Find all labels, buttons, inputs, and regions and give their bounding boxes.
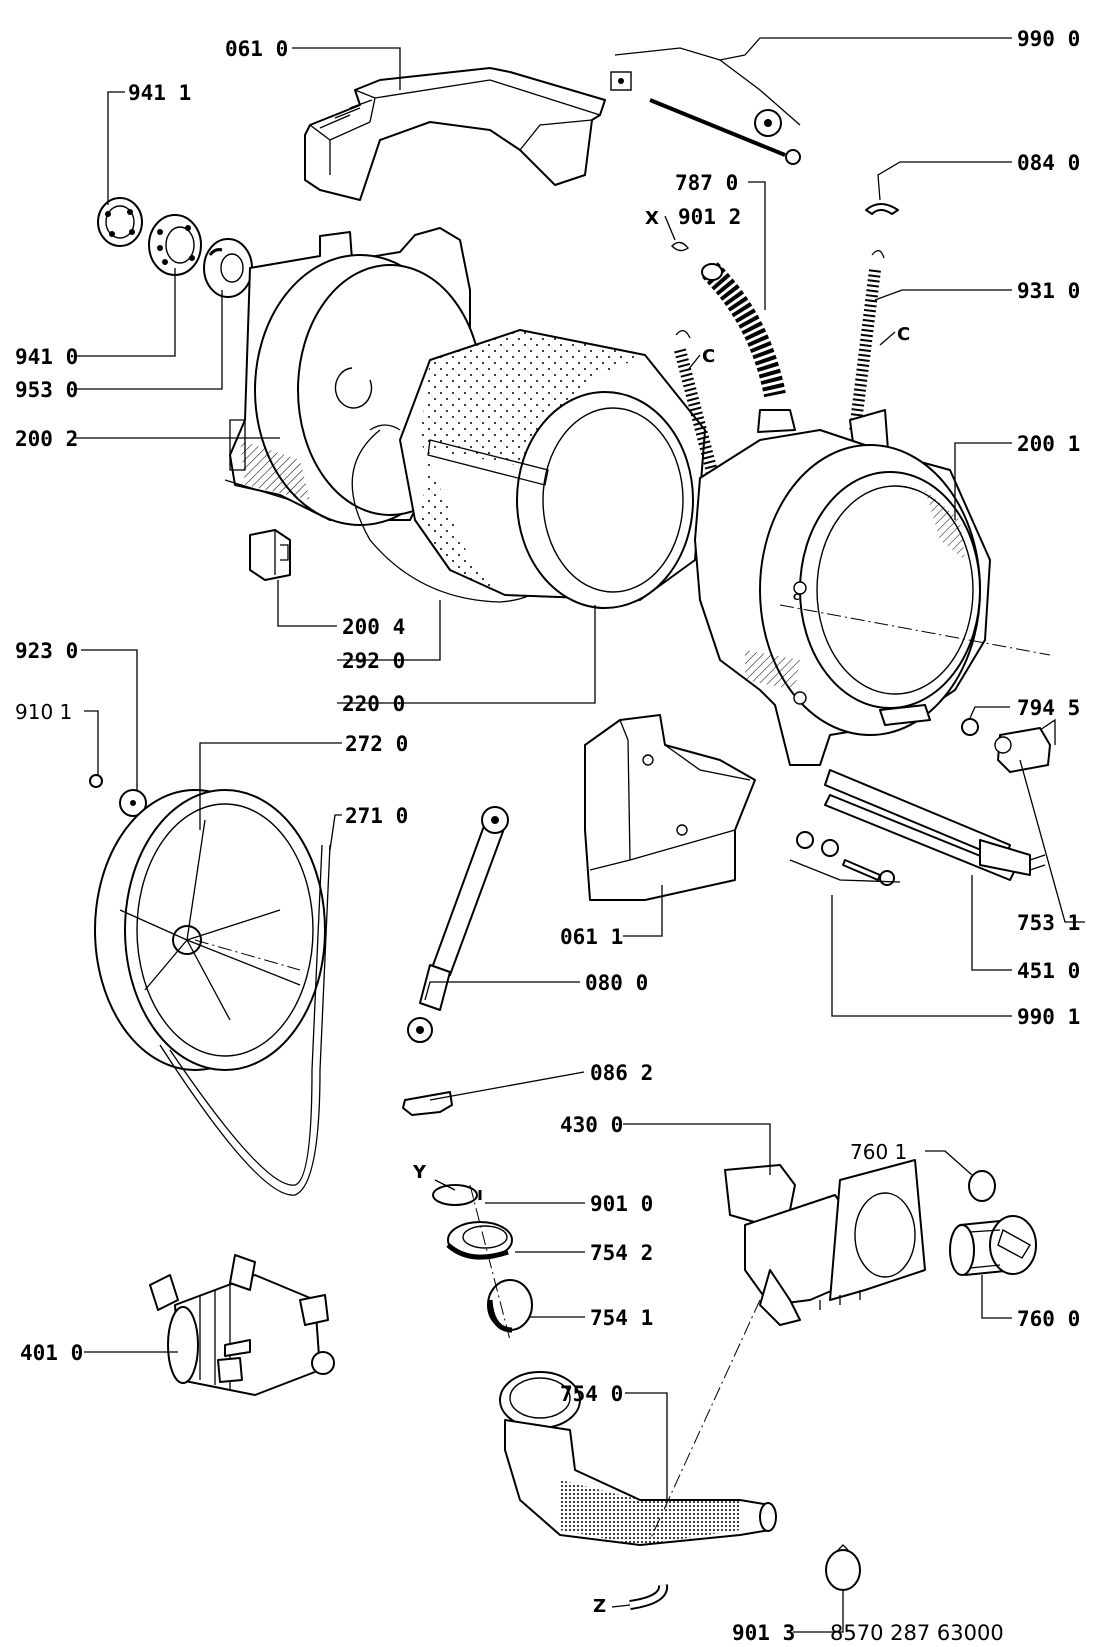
label-c-drum: C xyxy=(793,593,800,603)
pulley-part xyxy=(94,789,326,1071)
clamp-part-9010 xyxy=(432,1184,482,1206)
label-c-left: C xyxy=(702,346,715,367)
suspension-spring-right xyxy=(849,250,889,459)
label-7531: 753 1 xyxy=(1017,911,1080,935)
front-counterweight-part xyxy=(584,714,756,901)
label-9101: 910 1 xyxy=(15,700,72,724)
label-y: Y xyxy=(412,1162,427,1183)
label-4510: 451 0 xyxy=(1017,959,1080,983)
seal-part-9530 xyxy=(203,238,253,298)
label-2920: 292 0 xyxy=(342,649,405,673)
label-7945: 794 5 xyxy=(1017,696,1080,720)
assembly-axis-lines xyxy=(194,604,1051,1541)
label-2720: 272 0 xyxy=(345,732,408,756)
label-z: Z xyxy=(593,1596,606,1617)
motor-part xyxy=(149,1254,335,1396)
upper-counterweight-part xyxy=(304,67,606,201)
small-hose-part-z xyxy=(629,1584,669,1610)
label-9900: 990 0 xyxy=(1017,27,1080,51)
label-9530: 953 0 xyxy=(15,378,78,402)
label-9013: 901 3 xyxy=(732,1621,795,1645)
label-7600: 760 0 xyxy=(1017,1307,1080,1331)
label-0611: 061 1 xyxy=(560,925,623,949)
label-x: X xyxy=(645,208,659,229)
shock-absorber-part xyxy=(407,806,509,1043)
label-0800: 080 0 xyxy=(585,971,648,995)
label-9901: 990 1 xyxy=(1017,1005,1080,1029)
label-7541: 754 1 xyxy=(590,1306,653,1330)
bracket-part-2004 xyxy=(249,529,291,581)
clip-part-0862 xyxy=(402,1091,453,1116)
gasket-part-7542 xyxy=(446,1221,513,1260)
label-0862: 086 2 xyxy=(590,1061,653,1085)
clamp-part-9013 xyxy=(825,1544,861,1591)
label-7601: 760 1 xyxy=(850,1140,907,1164)
bellows-hose-part xyxy=(671,241,796,433)
label-7540: 754 0 xyxy=(560,1382,623,1406)
nut-part-9101 xyxy=(89,774,103,788)
pump-housing-part xyxy=(724,1159,926,1326)
oring-part-7601 xyxy=(968,1170,996,1202)
label-9012: 901 2 xyxy=(678,205,741,229)
sump-hose-part xyxy=(499,1371,777,1546)
screw-kit-part xyxy=(789,831,901,886)
label-9230: 923 0 xyxy=(15,639,78,663)
nut-part-7945 xyxy=(961,718,979,736)
label-4010: 401 0 xyxy=(20,1341,83,1365)
drive-belt-part xyxy=(159,844,331,1196)
bearing-part-9411 xyxy=(97,197,143,247)
clip-part-0840 xyxy=(865,203,899,215)
label-4300: 430 0 xyxy=(560,1113,623,1137)
label-2200: 220 0 xyxy=(342,692,405,716)
label-9310: 931 0 xyxy=(1017,279,1080,303)
front-tub-part xyxy=(694,429,991,766)
label-2001: 200 1 xyxy=(1017,432,1080,456)
heater-element-part xyxy=(824,769,1046,881)
thermostat-part-7531 xyxy=(994,718,1056,773)
label-9411: 941 1 xyxy=(128,81,191,105)
leader-lines xyxy=(74,37,1085,1633)
label-0610: 061 0 xyxy=(225,37,288,61)
drum-part xyxy=(399,329,706,609)
washer-part-9230 xyxy=(119,789,147,817)
label-2710: 271 0 xyxy=(345,804,408,828)
part-labels: 061 0 990 0 941 1 084 0 787 0 X 901 2 93… xyxy=(15,27,1080,1645)
label-0840: 084 0 xyxy=(1017,151,1080,175)
label-2002: 200 2 xyxy=(15,427,78,451)
tub-seal-ring-part xyxy=(351,424,546,603)
label-7870: 787 0 xyxy=(675,171,738,195)
rod-kit-part xyxy=(610,47,801,165)
bearing-part-9410 xyxy=(148,214,202,276)
filter-part-7600 xyxy=(949,1215,1037,1276)
seal-part-7541 xyxy=(487,1279,533,1333)
label-c-right: C xyxy=(897,324,910,345)
label-2004: 200 4 xyxy=(342,615,405,639)
diagram-reference-code: 8570 287 63000 xyxy=(830,1621,1004,1645)
label-9010: 901 0 xyxy=(590,1192,653,1216)
label-7542: 754 2 xyxy=(590,1241,653,1265)
label-9410: 941 0 xyxy=(15,345,78,369)
